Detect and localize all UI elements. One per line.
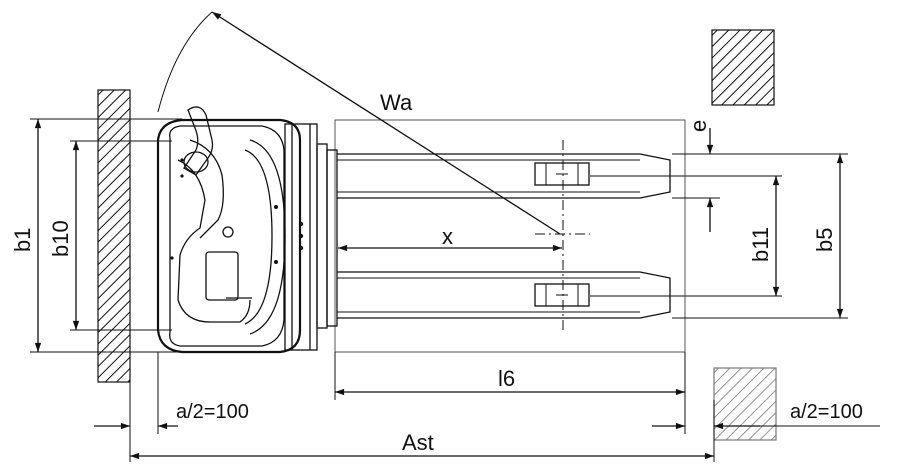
label-e: e [686, 120, 711, 132]
label-wa: Wa [380, 90, 413, 115]
label-b5: b5 [812, 228, 837, 252]
dim-b11: b11 [590, 175, 782, 297]
dim-ast: Ast [129, 430, 715, 462]
truck-body [156, 106, 302, 354]
label-b10: b10 [48, 220, 73, 257]
label-b11: b11 [748, 227, 773, 262]
dim-l6: l6 [334, 352, 686, 400]
dim-b5: b5 [672, 153, 848, 319]
label-ast: Ast [402, 430, 434, 455]
left-wall [97, 89, 131, 383]
label-x: x [442, 224, 453, 249]
dim-x: x [337, 224, 562, 252]
turning-radius: Wa [157, 11, 561, 235]
label-b1: b1 [10, 228, 35, 252]
fork-carriage [274, 123, 338, 351]
pallet-outline [334, 119, 686, 353]
fork-upper [337, 153, 671, 199]
label-l6: l6 [498, 366, 515, 391]
fork-lower [337, 271, 671, 319]
top-right-stack [711, 29, 775, 106]
dim-a-half-left: a/2=100 [94, 352, 249, 434]
dim-b10: b10 [48, 140, 172, 331]
bottom-right-stack [713, 367, 777, 441]
label-a-half-left: a/2=100 [176, 401, 249, 423]
dim-b1: b1 [10, 118, 182, 353]
dim-a-half-right: a/2=100 [652, 400, 880, 434]
label-a-half-right: a/2=100 [790, 401, 863, 423]
load-centre-lines [535, 140, 590, 334]
